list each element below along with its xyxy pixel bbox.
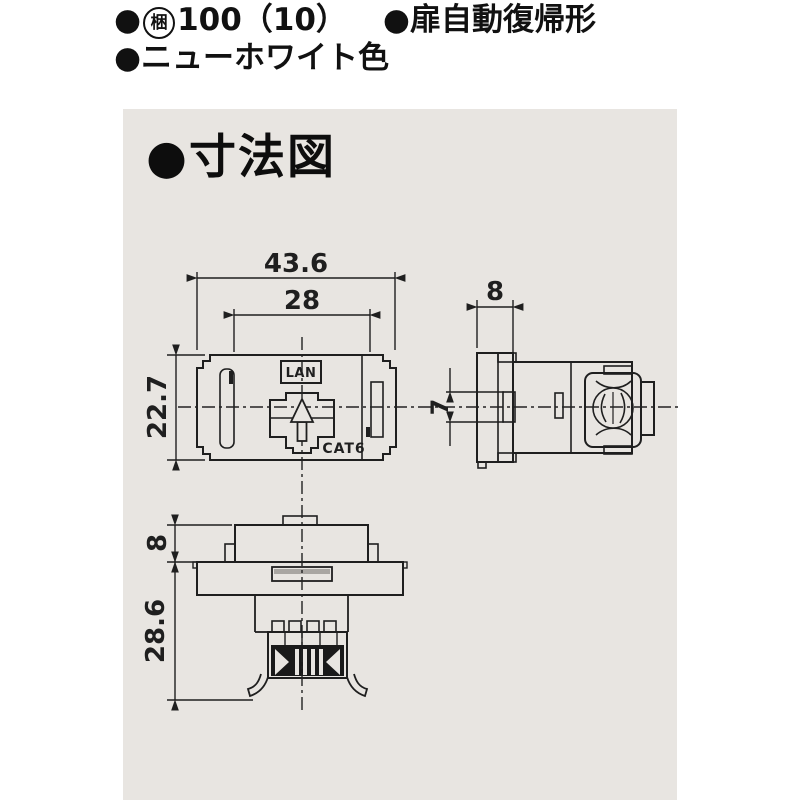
front-left-slot	[219, 368, 235, 449]
dim-overall-width: 43.6	[264, 249, 328, 279]
dim-overall-height: 22.7	[143, 375, 173, 439]
dim-boss-depth: 8	[143, 534, 173, 552]
dimension-lines	[167, 272, 524, 711]
bullet-icon: ●	[114, 2, 142, 38]
side-frame-top-tab	[497, 352, 517, 363]
lan-label-box	[280, 360, 322, 384]
spring-clip-icon	[592, 380, 634, 436]
color-spec: ●ニューホワイト色	[114, 40, 390, 76]
side-view	[476, 352, 655, 469]
dim-plate-depth: 8	[486, 277, 504, 307]
bottom-top-tab	[282, 515, 318, 526]
terminal-block	[267, 631, 348, 679]
bottom-right-tab	[367, 543, 379, 563]
terminal-prongs	[271, 620, 337, 633]
bottom-left-tab	[224, 543, 236, 563]
cat6-label: CAT6	[322, 441, 365, 457]
bottom-view	[192, 515, 408, 698]
insert-arrow-icon	[289, 396, 315, 442]
lan-port-label: LAN	[286, 366, 317, 381]
side-body	[512, 361, 633, 454]
front-right-latch-mark	[366, 427, 370, 437]
front-left-latch-mark	[229, 371, 233, 384]
centerlines	[178, 337, 678, 712]
spring-leg-right	[346, 673, 369, 698]
front-view	[196, 354, 397, 461]
rj45-jack-face	[269, 392, 335, 454]
bottom-plate	[196, 561, 404, 596]
bottom-plate-claw-left	[192, 561, 198, 569]
side-frame-foot	[477, 461, 487, 469]
front-right-slot	[370, 381, 384, 438]
bottom-plate-claw-right	[402, 561, 408, 569]
panel-title: ●寸法図	[146, 130, 337, 185]
front-outline	[196, 354, 397, 461]
side-rear-flange	[640, 381, 655, 436]
dim-clip-opening: 7	[426, 399, 454, 416]
terminal-contact-bars	[295, 649, 323, 675]
feature-door-auto-return: 扉自動復帰形	[409, 2, 596, 38]
spring-leg-left	[246, 673, 269, 698]
side-frame-bottom-tab	[497, 452, 517, 463]
terminal-wedge-left	[275, 649, 289, 675]
dimension-panel: ●寸法図	[123, 109, 677, 800]
terminal-wedge-right	[326, 649, 340, 675]
side-body-ridge	[554, 392, 564, 419]
dim-overall-depth: 28.6	[141, 599, 171, 663]
dim-opening-width: 28	[284, 286, 320, 316]
circled-packing-icon: 梱	[143, 7, 176, 39]
attribute-line-color: ●ニューホワイト色	[114, 39, 596, 77]
bullet-icon: ●	[382, 2, 410, 38]
packing-quantity: 100（10）	[177, 2, 347, 38]
